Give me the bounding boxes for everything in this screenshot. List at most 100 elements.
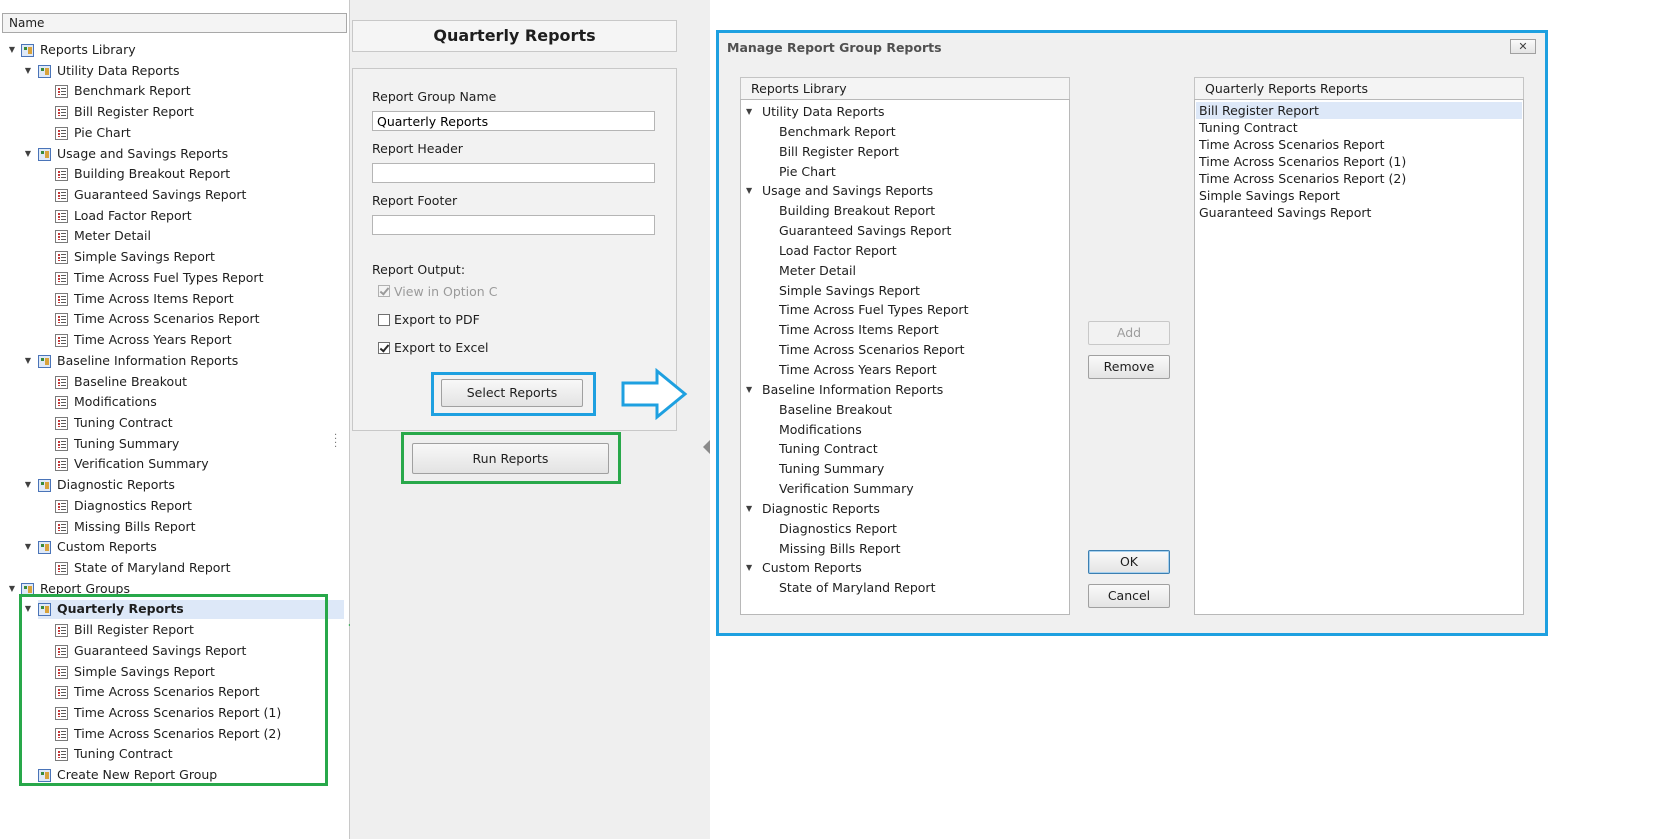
- tree-report-node[interactable]: Tuning Summary: [0, 434, 345, 455]
- tree-report-node[interactable]: Simple Savings Report: [0, 662, 345, 683]
- expand-chevron-icon[interactable]: ▼: [8, 45, 16, 54]
- library-report-node[interactable]: Time Across Scenarios Report: [741, 340, 1069, 360]
- report-footer-input[interactable]: [372, 215, 655, 235]
- tree-report-node[interactable]: Time Across Years Report: [0, 330, 345, 351]
- tree-report-node[interactable]: Tuning Contract: [0, 413, 345, 434]
- library-report-node[interactable]: Time Across Fuel Types Report: [741, 300, 1069, 320]
- library-report-node[interactable]: Load Factor Report: [741, 241, 1069, 261]
- library-report-node[interactable]: Pie Chart: [741, 162, 1069, 182]
- tree-report-node[interactable]: Time Across Items Report: [0, 289, 345, 310]
- tree-folder-node[interactable]: ▼Custom Reports: [0, 537, 345, 558]
- collapse-panel-icon[interactable]: [703, 440, 710, 454]
- tree-report-node[interactable]: Bill Register Report: [0, 620, 345, 641]
- export-excel-checkbox[interactable]: [378, 342, 390, 354]
- export-pdf-checkbox[interactable]: [378, 314, 390, 326]
- expand-chevron-icon[interactable]: ▼: [24, 355, 32, 365]
- expand-chevron-icon[interactable]: ▼: [24, 148, 32, 158]
- expand-chevron-icon[interactable]: ▼: [24, 542, 32, 552]
- library-report-node[interactable]: Time Across Items Report: [741, 320, 1069, 340]
- library-report-node[interactable]: Guaranteed Savings Report: [741, 221, 1069, 241]
- library-report-node[interactable]: Meter Detail: [741, 261, 1069, 281]
- tree-report-node[interactable]: Meter Detail: [0, 226, 345, 247]
- group-report-item[interactable]: Bill Register Report: [1196, 102, 1522, 119]
- expand-chevron-icon[interactable]: ▼: [746, 384, 753, 394]
- library-report-node[interactable]: Tuning Summary: [741, 459, 1069, 479]
- select-reports-button[interactable]: Select Reports: [441, 379, 583, 407]
- tree-report-node[interactable]: State of Maryland Report: [0, 558, 345, 579]
- expand-chevron-icon[interactable]: ▼: [24, 65, 32, 75]
- expand-chevron-icon[interactable]: ▼: [8, 583, 16, 593]
- tree-report-node[interactable]: Pie Chart: [0, 123, 345, 144]
- library-category-node[interactable]: ▼Baseline Information Reports: [741, 380, 1069, 400]
- expand-chevron-icon[interactable]: ▼: [746, 503, 753, 513]
- tree-report-node[interactable]: Bill Register Report: [0, 102, 345, 123]
- expand-chevron-icon[interactable]: ▼: [746, 107, 753, 116]
- export-pdf-label[interactable]: Export to PDF: [394, 312, 480, 327]
- library-report-node[interactable]: Bill Register Report: [741, 142, 1069, 162]
- tree-folder-node[interactable]: Create New Report Group: [0, 765, 345, 786]
- group-report-item[interactable]: Simple Savings Report: [1199, 188, 1340, 203]
- tree-report-node[interactable]: Diagnostics Report: [0, 496, 345, 517]
- tree-report-node[interactable]: Time Across Scenarios Report (2): [0, 724, 345, 745]
- tree-report-node[interactable]: Tuning Contract: [0, 744, 345, 765]
- tree-folder-node[interactable]: ▼Quarterly Reports: [0, 599, 345, 620]
- tree-folder-node[interactable]: ▼Utility Data Reports: [0, 61, 345, 82]
- group-report-item[interactable]: Time Across Scenarios Report: [1199, 137, 1385, 152]
- group-report-item[interactable]: Tuning Contract: [1199, 120, 1298, 135]
- expand-chevron-icon[interactable]: ▼: [24, 480, 32, 490]
- expand-chevron-icon[interactable]: ▼: [24, 604, 32, 614]
- library-report-node[interactable]: Benchmark Report: [741, 122, 1069, 142]
- library-report-node[interactable]: Diagnostics Report: [741, 519, 1069, 539]
- library-report-node[interactable]: Tuning Contract: [741, 439, 1069, 459]
- tree-column-header[interactable]: Name: [2, 13, 347, 33]
- library-category-node[interactable]: ▼Custom Reports: [741, 558, 1069, 578]
- group-name-input[interactable]: [372, 111, 655, 131]
- tree-report-node[interactable]: Modifications: [0, 392, 345, 413]
- tree-report-node[interactable]: Benchmark Report: [0, 81, 345, 102]
- group-report-item[interactable]: Guaranteed Savings Report: [1199, 205, 1372, 220]
- add-button[interactable]: Add: [1088, 321, 1170, 345]
- expand-chevron-icon[interactable]: ▼: [746, 186, 753, 196]
- tree-report-node[interactable]: Verification Summary: [0, 454, 345, 475]
- tree-report-node[interactable]: Simple Savings Report: [0, 247, 345, 268]
- remove-button[interactable]: Remove: [1088, 355, 1170, 379]
- tree-report-node[interactable]: Missing Bills Report: [0, 517, 345, 538]
- library-report-node[interactable]: Modifications: [741, 420, 1069, 440]
- tree-folder-node[interactable]: ▼Report Groups: [0, 579, 345, 600]
- library-report-node[interactable]: State of Maryland Report: [741, 578, 1069, 598]
- export-excel-label[interactable]: Export to Excel: [394, 340, 489, 355]
- tree-report-node[interactable]: Time Across Scenarios Report: [0, 309, 345, 330]
- library-report-node[interactable]: Baseline Breakout: [741, 400, 1069, 420]
- library-category-node[interactable]: ▼Diagnostic Reports: [741, 499, 1069, 519]
- group-report-item[interactable]: Time Across Scenarios Report (1): [1199, 154, 1407, 169]
- run-reports-button[interactable]: Run Reports: [412, 443, 609, 474]
- library-report-node[interactable]: Missing Bills Report: [741, 539, 1069, 559]
- tree-report-node[interactable]: Time Across Scenarios Report: [0, 682, 345, 703]
- library-category-node[interactable]: ▼Usage and Savings Reports: [741, 181, 1069, 201]
- ok-button[interactable]: OK: [1088, 550, 1170, 574]
- library-report-node[interactable]: Verification Summary: [741, 479, 1069, 499]
- group-report-item[interactable]: Time Across Scenarios Report (2): [1199, 171, 1407, 186]
- expand-chevron-icon[interactable]: ▼: [746, 563, 753, 573]
- cancel-button[interactable]: Cancel: [1088, 584, 1170, 608]
- tree-report-node[interactable]: Building Breakout Report: [0, 164, 345, 185]
- close-icon[interactable]: ✕: [1510, 39, 1536, 54]
- tree-report-node[interactable]: Time Across Fuel Types Report: [0, 268, 345, 289]
- tree-folder-node[interactable]: ▼Usage and Savings Reports: [0, 144, 345, 165]
- tree-folder-node[interactable]: ▼Reports Library: [0, 40, 345, 61]
- dialog-titlebar[interactable]: Manage Report Group Reports ✕: [719, 33, 1545, 61]
- library-category-node[interactable]: ▼Utility Data Reports: [741, 102, 1069, 122]
- tree-report-node[interactable]: Load Factor Report: [0, 206, 345, 227]
- tree-report-node[interactable]: Time Across Scenarios Report (1): [0, 703, 345, 724]
- report-header-input[interactable]: [372, 163, 655, 183]
- library-report-node[interactable]: Time Across Years Report: [741, 360, 1069, 380]
- tree-report-node[interactable]: Baseline Breakout: [0, 372, 345, 393]
- library-report-node[interactable]: Building Breakout Report: [741, 201, 1069, 221]
- tree-folder-node[interactable]: ▼Baseline Information Reports: [0, 351, 345, 372]
- library-report-node[interactable]: Simple Savings Report: [741, 281, 1069, 301]
- tree-report-node[interactable]: Guaranteed Savings Report: [0, 641, 345, 662]
- splitter-grip[interactable]: ····: [334, 430, 338, 453]
- tree-folder-node[interactable]: ▼Diagnostic Reports: [0, 475, 345, 496]
